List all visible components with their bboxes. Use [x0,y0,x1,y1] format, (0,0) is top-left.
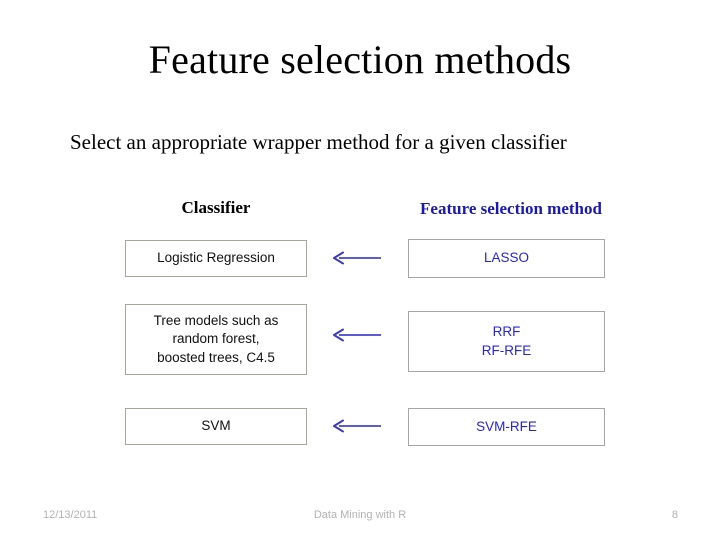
column-header-feature-selection-method: Feature selection method [420,199,602,218]
footer-deck-title: Data Mining with R [313,509,407,521]
classifier-box-logistic-regression[interactable]: Logistic Regression [125,240,307,277]
page-title: Feature selection methods [148,37,572,82]
method-box-label: RRF RF-RFE [482,323,532,359]
classifier-box-label: SVM [201,417,230,435]
left-arrow-icon [330,328,382,342]
classifier-box-line: random forest, [172,331,260,347]
footer-page-number: 8 [671,509,678,521]
slide-subtitle: Select an appropriate wrapper method for… [70,130,567,154]
footer-date: 12/13/2011 [43,509,98,521]
method-box-svm-rfe[interactable]: SVM-RFE [408,408,605,446]
classifier-box-line: Logistic Regression [157,250,275,266]
method-box-label: SVM-RFE [476,418,537,436]
method-box-lasso[interactable]: LASSO [408,239,605,278]
method-box-rrf-rf-rfe[interactable]: RRF RF-RFE [408,311,605,372]
classifier-box-svm[interactable]: SVM [125,408,307,445]
classifier-box-tree-models[interactable]: Tree models such as random forest, boost… [125,304,307,375]
classifier-box-label: Tree models such as random forest, boost… [154,312,279,367]
method-box-line: RF-RFE [481,342,532,358]
left-arrow-icon [330,419,382,433]
method-box-line: LASSO [483,250,530,266]
classifier-box-line: boosted trees, C4.5 [157,349,275,365]
column-header-classifier: Classifier [181,198,251,217]
method-box-line: RRF [492,324,521,340]
classifier-box-line: Tree models such as [153,313,279,329]
left-arrow-icon [330,251,382,265]
method-box-line: SVM-RFE [476,418,537,434]
classifier-box-line: SVM [201,418,231,434]
method-box-label: LASSO [484,249,529,267]
classifier-box-label: Logistic Regression [157,249,275,267]
